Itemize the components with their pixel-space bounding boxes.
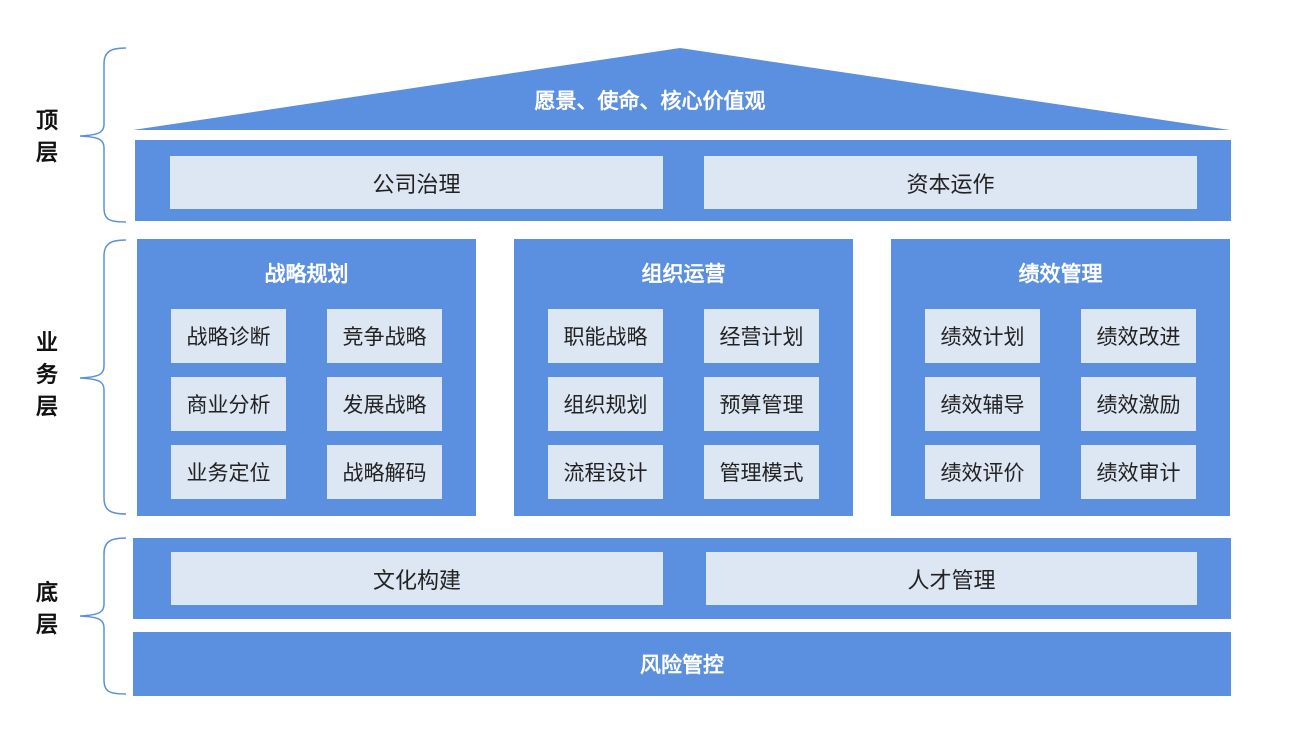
business-layer-label-char-3: 层 bbox=[35, 395, 58, 420]
strategy-item-4: 发展战略 bbox=[327, 377, 442, 431]
top-layer-label-char-1: 顶 bbox=[35, 109, 58, 134]
talent-management-box: 人才管理 bbox=[706, 552, 1197, 605]
top-layer-label: 顶 层 bbox=[27, 106, 67, 170]
operations-panel: 组织运营 职能战略 经营计划 组织规划 预算管理 流程设计 管理模式 bbox=[514, 239, 853, 516]
operations-item-1: 职能战略 bbox=[548, 309, 663, 363]
business-layer-label: 业 务 层 bbox=[27, 328, 67, 424]
bottom-layer-label-char-1: 底 bbox=[35, 581, 58, 606]
bottom-layer-label: 底 层 bbox=[27, 578, 67, 642]
operations-item-3: 组织规划 bbox=[548, 377, 663, 431]
risk-control-foundation: 风险管控 bbox=[133, 632, 1231, 696]
operations-item-6: 管理模式 bbox=[704, 445, 819, 499]
strategy-item-5: 业务定位 bbox=[171, 445, 286, 499]
operations-panel-title: 组织运营 bbox=[641, 262, 726, 286]
business-layer-label-char-2: 务 bbox=[35, 363, 58, 388]
strategy-item-2: 竞争战略 bbox=[327, 309, 442, 363]
bottom-layer-brace bbox=[79, 537, 127, 695]
performance-item-1: 绩效计划 bbox=[925, 309, 1040, 363]
business-layer-brace bbox=[79, 239, 127, 515]
performance-item-6: 绩效审计 bbox=[1081, 445, 1196, 499]
operations-item-2: 经营计划 bbox=[704, 309, 819, 363]
operations-item-5: 流程设计 bbox=[548, 445, 663, 499]
strategy-item-6: 战略解码 bbox=[327, 445, 442, 499]
strategy-item-3: 商业分析 bbox=[171, 377, 286, 431]
operations-item-4: 预算管理 bbox=[704, 377, 819, 431]
performance-panel: 绩效管理 绩效计划 绩效改进 绩效辅导 绩效激励 绩效评价 绩效审计 bbox=[891, 239, 1230, 516]
top-layer-brace bbox=[79, 47, 127, 223]
roof-shape bbox=[133, 48, 1230, 130]
performance-item-3: 绩效辅导 bbox=[925, 377, 1040, 431]
bottom-layer-label-char-2: 层 bbox=[35, 613, 58, 638]
strategy-panel: 战略规划 战略诊断 竞争战略 商业分析 发展战略 业务定位 战略解码 bbox=[137, 239, 476, 516]
performance-item-2: 绩效改进 bbox=[1081, 309, 1196, 363]
capital-operation-box: 资本运作 bbox=[704, 156, 1197, 209]
strategy-panel-title: 战略规划 bbox=[264, 262, 349, 286]
performance-item-5: 绩效评价 bbox=[925, 445, 1040, 499]
top-layer-label-char-2: 层 bbox=[35, 141, 58, 166]
roof-title: 愿景、使命、核心价值观 bbox=[534, 89, 766, 113]
corporate-governance-box: 公司治理 bbox=[170, 156, 663, 209]
performance-item-4: 绩效激励 bbox=[1081, 377, 1196, 431]
business-layer-label-char-1: 业 bbox=[35, 331, 58, 356]
strategy-item-1: 战略诊断 bbox=[171, 309, 286, 363]
performance-panel-title: 绩效管理 bbox=[1018, 262, 1103, 286]
culture-building-box: 文化构建 bbox=[171, 552, 663, 605]
